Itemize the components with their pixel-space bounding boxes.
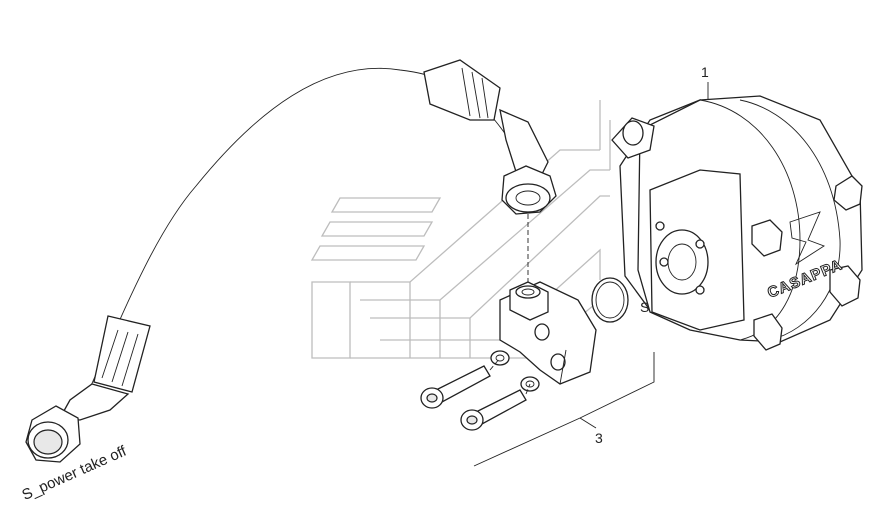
callout-label-s: S [640,299,650,315]
callout-label-3: 3 [595,430,603,446]
hose-nut-top [501,165,557,215]
socket-head-bolts [420,357,531,431]
hose-ferrule-top [423,59,501,121]
leader-lines [473,82,709,467]
hose-ferrule-bottom [93,315,151,393]
hydraulic-hose [25,45,557,463]
hose-nut-bottom [25,405,81,463]
flange-adapter [499,281,597,385]
callout-label-1: 1 [701,64,709,80]
o-ring [591,277,629,323]
gear-pump: CASAPPA [611,95,863,351]
